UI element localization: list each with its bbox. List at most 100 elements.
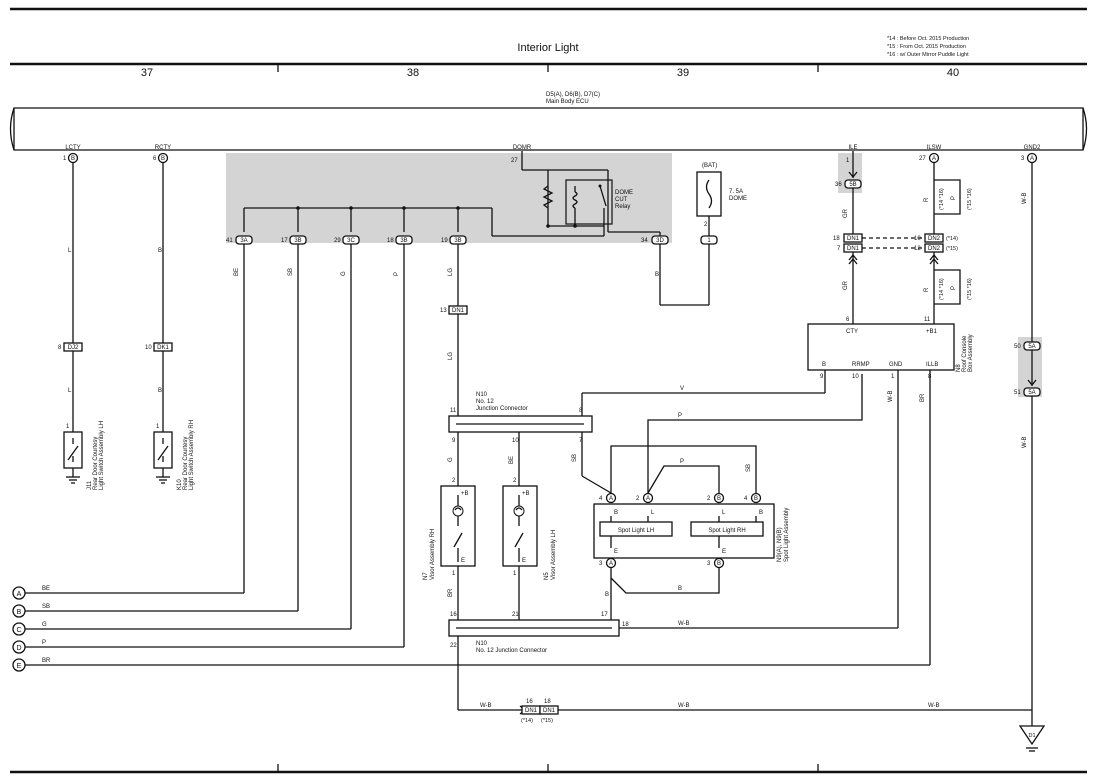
svg-text:A: A	[609, 496, 613, 502]
svg-text:(*14 *16): (*14 *16)	[939, 278, 945, 300]
svg-text:10: 10	[852, 374, 859, 380]
j11-switch-body	[63, 431, 83, 469]
ecu-connectors: D5(A), D6(B), D7(C)	[546, 92, 600, 98]
svg-text:B: B	[678, 586, 682, 592]
svg-text:Visor Assembly RH: Visor Assembly RH	[430, 529, 436, 580]
svg-text:P: P	[951, 196, 957, 200]
svg-text:Rear Door Courtesy: Rear Door Courtesy	[183, 437, 189, 490]
svg-text:18: 18	[833, 236, 840, 242]
svg-text:P: P	[42, 640, 46, 646]
svg-text:Light Switch Assembly LH: Light Switch Assembly LH	[99, 421, 105, 490]
dn2-connector-a	[924, 233, 944, 243]
svg-text:Junction Connector: Junction Connector	[476, 406, 528, 412]
svg-text:W-B: W-B	[480, 703, 492, 709]
svg-text:DJ2: DJ2	[68, 345, 79, 351]
svg-text:DN2: DN2	[928, 246, 941, 252]
svg-text:B: B	[717, 496, 721, 502]
svg-text:1: 1	[513, 571, 517, 577]
svg-text:W-B: W-B	[928, 703, 940, 709]
ecu-pin-19: 3B 19	[441, 235, 467, 245]
svg-text:36: 36	[835, 182, 842, 188]
svg-text:8: 8	[58, 345, 62, 351]
svg-text:16: 16	[450, 612, 457, 618]
ecu-pin-34: 3D 34	[641, 235, 669, 245]
svg-text:DN1: DN1	[543, 708, 556, 714]
ecu-internal-area	[226, 153, 672, 243]
ecu-pin-29: 3C 29	[334, 235, 360, 245]
svg-text:34: 34	[641, 238, 648, 244]
svg-text:1: 1	[66, 424, 70, 430]
svg-text:1: 1	[846, 158, 850, 164]
ecu-term-ilsw: ILSW	[927, 145, 942, 151]
svg-text:P: P	[680, 459, 684, 465]
svg-text:ILLB: ILLB	[926, 362, 938, 368]
svg-text:B: B	[614, 510, 618, 516]
svg-text:Spot Light LH: Spot Light LH	[618, 528, 654, 534]
svg-text:1: 1	[63, 156, 67, 162]
svg-text:10: 10	[914, 236, 921, 242]
svg-text:E: E	[522, 558, 526, 564]
svg-text:N5: N5	[544, 572, 550, 580]
svg-text:2: 2	[513, 478, 517, 484]
ecu-term-rcty: RCTY	[155, 145, 171, 151]
svg-text:LG: LG	[448, 268, 454, 276]
svg-text:3D: 3D	[656, 238, 664, 244]
svg-text:Light Switch Assembly RH: Light Switch Assembly RH	[189, 420, 195, 490]
svg-text:5B: 5B	[849, 182, 856, 188]
svg-text:(*15): (*15)	[541, 718, 553, 724]
ecu-term-ile: ILE	[848, 145, 857, 151]
svg-text:Spot Light Assembly: Spot Light Assembly	[784, 508, 790, 562]
svg-text:13: 13	[440, 308, 447, 314]
svg-text:(*14): (*14)	[521, 718, 533, 724]
svg-text:DOME: DOME	[729, 196, 747, 202]
svg-text:A: A	[17, 591, 22, 598]
svg-text:V: V	[680, 386, 684, 392]
svg-text:E: E	[461, 558, 465, 564]
ecu-pin-17: 3B 17	[281, 235, 307, 245]
svg-text:(*15 *16): (*15 *16)	[967, 278, 973, 300]
svg-text:6: 6	[846, 317, 850, 323]
spot-light-rh	[690, 521, 764, 537]
svg-text:GND: GND	[889, 362, 903, 368]
svg-text:B: B	[605, 592, 609, 598]
connector-a: A BE	[12, 586, 244, 600]
svg-text:+B1: +B1	[926, 329, 938, 335]
svg-text:3: 3	[1021, 156, 1025, 162]
column-37: 37	[141, 67, 153, 79]
svg-text:B: B	[161, 156, 165, 162]
svg-text:DN1: DN1	[847, 246, 860, 252]
svg-text:RRMP: RRMP	[852, 362, 870, 368]
svg-text:B: B	[759, 510, 763, 516]
svg-text:W-B: W-B	[678, 621, 690, 627]
svg-text:2: 2	[452, 478, 456, 484]
svg-text:W-B: W-B	[1022, 436, 1028, 448]
svg-text:12: 12	[914, 246, 921, 252]
svg-text:21: 21	[512, 612, 519, 618]
svg-text:B: B	[717, 561, 721, 567]
svg-text:2: 2	[704, 222, 708, 228]
svg-text:50: 50	[1014, 344, 1021, 350]
svg-text:7: 7	[837, 246, 841, 252]
svg-text:G: G	[448, 457, 454, 462]
ecu-name: Main Body ECU	[546, 99, 589, 105]
svg-text:18: 18	[622, 622, 629, 628]
connector-c: C G	[12, 622, 351, 636]
svg-text:8: 8	[579, 408, 583, 414]
wire-label-b-1: B	[158, 248, 162, 254]
svg-text:E: E	[17, 663, 22, 670]
svg-text:+B: +B	[522, 491, 530, 497]
svg-text:C: C	[16, 627, 21, 634]
svg-text:18: 18	[544, 699, 551, 705]
svg-text:6: 6	[153, 156, 157, 162]
column-39: 39	[677, 67, 689, 79]
svg-text:N9(A), N9(B): N9(A), N9(B)	[777, 527, 783, 562]
ecu-pin-18: 3B 18	[387, 235, 413, 245]
j11-label: J11	[87, 480, 93, 490]
svg-text:G: G	[42, 622, 47, 628]
svg-text:SB: SB	[288, 268, 294, 276]
svg-text:Roof Console: Roof Console	[962, 335, 968, 372]
roof-console-box	[807, 323, 955, 371]
svg-text:DN1: DN1	[452, 308, 465, 314]
svg-text:P: P	[951, 286, 957, 290]
svg-text:BR: BR	[448, 588, 454, 597]
